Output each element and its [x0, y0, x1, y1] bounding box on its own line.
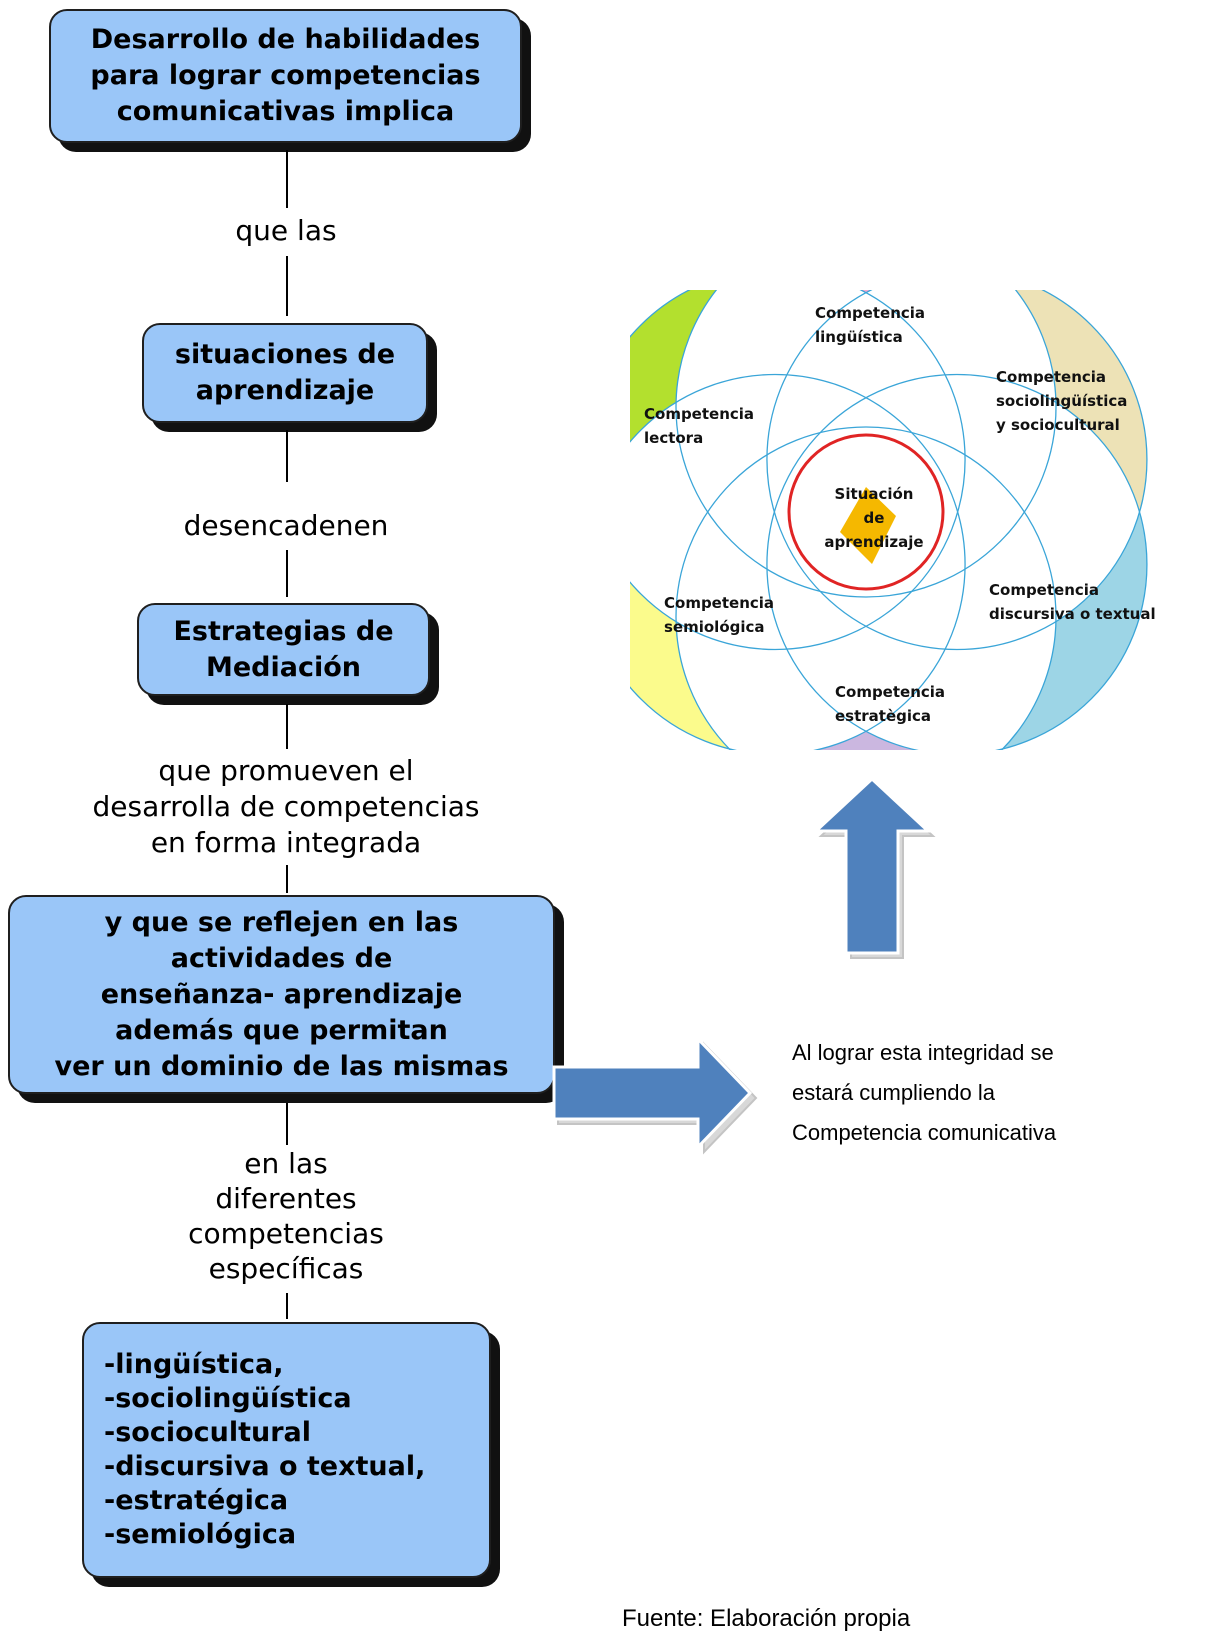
box-reflejen-actividades: y que se reflejen en las actividades de …: [8, 895, 555, 1094]
link-desencadenen: desencadenen: [183, 509, 389, 542]
box-situaciones-aprendizaje: situaciones de aprendizaje: [142, 323, 428, 423]
connector-line: [286, 150, 288, 208]
up-arrow: [812, 776, 936, 959]
circle-lectora: [630, 290, 966, 651]
connector-line: [286, 1293, 288, 1319]
petal-circles: [630, 290, 1148, 750]
connector-line: [286, 430, 288, 482]
center-diamond: [840, 487, 896, 564]
connector-line: [286, 256, 288, 316]
right-arrow: [552, 1035, 758, 1155]
note-competencia-comunicativa: Al lograr esta integridad se estará cump…: [792, 1040, 1057, 1145]
source-caption: Fuente: Elaboración propia: [622, 1605, 911, 1632]
circle-linguistica: [675, 290, 1057, 598]
circle-discursiva: [766, 373, 1148, 750]
connector-line: [286, 704, 288, 749]
center-ring: [787, 433, 945, 591]
link-en-las-diferentes: en las diferentes competencias específic…: [188, 1147, 384, 1285]
link-que-las: que las: [235, 214, 337, 247]
box-desarrollo-habilidades: Desarrollo de habilidades para lograr co…: [49, 9, 522, 143]
box-competencias-especificas: -lingüística, -sociolingüística -sociocu…: [82, 1322, 491, 1578]
circle-sociolinguistica: [766, 290, 1148, 651]
connector-line: [286, 550, 288, 597]
right-arrow-shape: [552, 1035, 753, 1151]
connector-line: [286, 865, 288, 893]
link-que-promueven: que promueven el desarrolla de competenc…: [92, 754, 480, 859]
circle-estrategica: [675, 426, 1057, 750]
box-estrategias-mediacion: Estrategias de Mediación: [137, 603, 430, 696]
up-arrow-shape: [812, 776, 932, 955]
petal-lectora: [630, 290, 966, 650]
connector-line: [286, 1103, 288, 1145]
circle-semiologica: [630, 373, 966, 750]
